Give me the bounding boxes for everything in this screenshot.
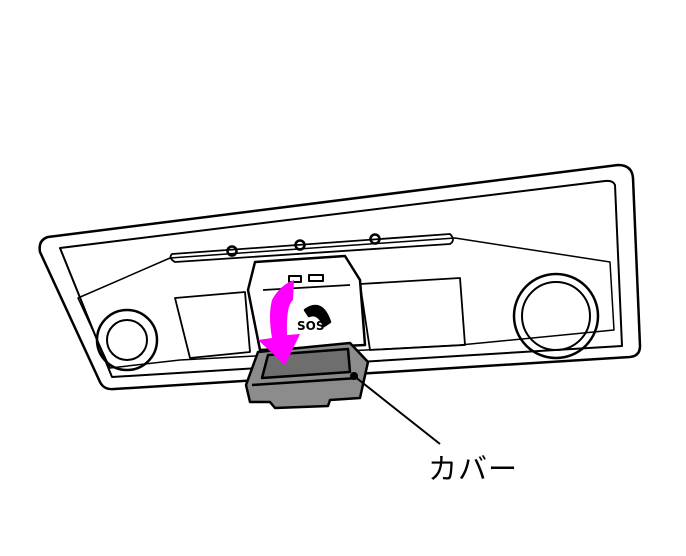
screw-hole	[369, 233, 381, 245]
console-inner-outline	[59, 179, 623, 378]
cover	[244, 341, 370, 410]
right-lens-panel	[359, 277, 466, 351]
right-lamp	[512, 272, 600, 360]
sos-text: SOS	[297, 319, 325, 333]
sos-housing	[246, 254, 367, 352]
console-outer-outline	[38, 163, 642, 391]
left-lens-panel	[174, 291, 251, 359]
left-lamp	[95, 308, 159, 372]
screw-hole	[226, 245, 238, 257]
top-strip	[169, 233, 454, 263]
downward-arrow	[258, 280, 300, 365]
callout-leader	[353, 375, 441, 445]
console-recess	[77, 237, 615, 369]
screw-hole	[294, 239, 306, 251]
cover-callout-label: カバー	[428, 452, 519, 486]
phone-icon	[303, 304, 332, 328]
